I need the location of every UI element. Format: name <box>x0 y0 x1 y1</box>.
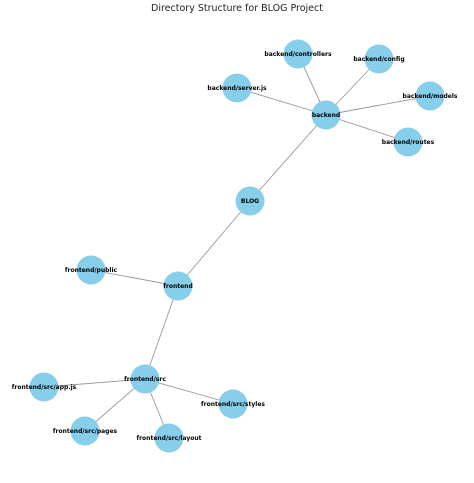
node-label: backend/server.js <box>207 85 267 92</box>
node-circle <box>29 372 59 402</box>
edge-frontend-src-to-frontend-src-app-js <box>43 378 146 388</box>
node-label: backend/models <box>403 93 458 100</box>
nodes-layer: BLOG backend backend/controllers backend/co… <box>12 39 458 453</box>
node-backend: backend <box>311 100 341 130</box>
node-circle <box>283 39 313 69</box>
node-circle <box>415 81 445 111</box>
node-label: frontend <box>163 283 192 290</box>
node-circle <box>222 73 252 103</box>
node-circle <box>130 364 160 394</box>
edge-frontend-to-frontend-public <box>90 269 179 287</box>
node-backend-controllers: backend/controllers <box>264 39 332 69</box>
node-circle <box>311 100 341 130</box>
node-backend-config: backend/config <box>353 44 405 74</box>
node-frontend-src-pages: frontend/src/pages <box>53 416 118 446</box>
graph-title: Directory Structure for BLOG Project <box>151 3 323 14</box>
node-label: backend/routes <box>382 139 435 146</box>
node-label: backend/config <box>353 56 404 63</box>
node-frontend-src: frontend/src <box>124 364 166 394</box>
node-label: backend <box>312 112 340 119</box>
node-label: BLOG <box>241 198 259 205</box>
node-circle <box>235 186 265 216</box>
node-label: frontend/src/styles <box>201 401 265 408</box>
node-frontend: frontend <box>163 271 193 301</box>
node-label: frontend/src/app.js <box>12 384 77 391</box>
node-backend-server-js: backend/server.js <box>207 73 267 103</box>
node-backend-models: backend/models <box>403 81 458 111</box>
node-label: frontend/src/layout <box>136 435 201 442</box>
node-label: frontend/src <box>124 376 166 383</box>
node-circle <box>70 416 100 446</box>
edge-blog-to-frontend <box>177 200 251 287</box>
node-circle <box>154 423 184 453</box>
node-label: frontend/src/pages <box>53 428 118 435</box>
edges-layer <box>43 53 431 439</box>
node-frontend-src-styles: frontend/src/styles <box>201 389 265 419</box>
edge-backend-to-backend-server-js <box>236 87 327 116</box>
node-circle <box>393 127 423 157</box>
node-circle <box>364 44 394 74</box>
node-blog: BLOG <box>235 186 265 216</box>
node-frontend-src-app-js: frontend/src/app.js <box>12 372 77 402</box>
edge-blog-to-backend <box>249 114 327 202</box>
edge-frontend-src-to-frontend-src-styles <box>144 378 234 405</box>
node-frontend-src-layout: frontend/src/layout <box>136 423 202 453</box>
node-frontend-public: frontend/public <box>65 255 118 285</box>
node-backend-routes: backend/routes <box>382 127 435 157</box>
node-circle <box>76 255 106 285</box>
node-label: frontend/public <box>65 267 118 274</box>
node-circle <box>163 271 193 301</box>
edge-backend-to-backend-models <box>325 95 431 116</box>
edge-frontend-to-frontend-src <box>144 285 179 380</box>
node-label: backend/controllers <box>264 51 332 58</box>
node-circle <box>218 389 248 419</box>
